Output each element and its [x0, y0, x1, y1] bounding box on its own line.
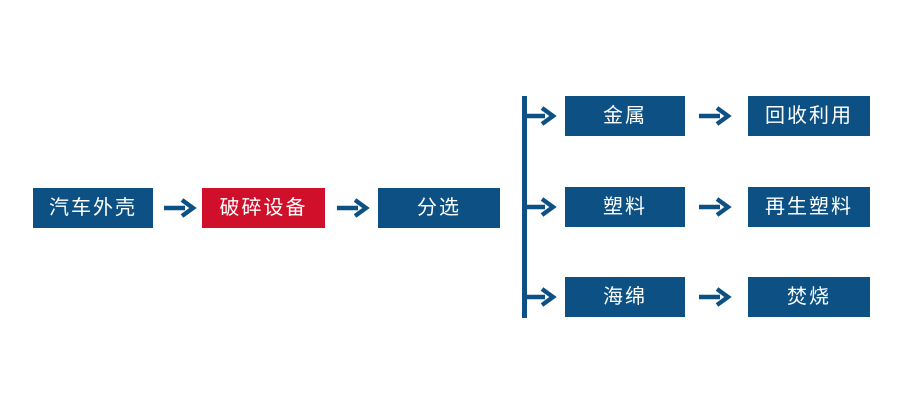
node-sponge[interactable]: 海绵 [565, 277, 685, 317]
arrow-right-icon-branch-to-metal [525, 104, 557, 128]
node-metal[interactable]: 金属 [565, 96, 685, 136]
arrow-right-icon-branch-to-sponge [525, 285, 557, 309]
node-input[interactable]: 汽车外壳 [33, 188, 153, 228]
node-plastic-output[interactable]: 再生塑料 [748, 187, 870, 227]
arrow-right-icon-plastic-to-output [698, 195, 732, 219]
node-plastic[interactable]: 塑料 [565, 187, 685, 227]
arrow-right-icon-branch-to-plastic [525, 195, 557, 219]
node-sorting[interactable]: 分选 [378, 188, 500, 228]
vertical-split-line [522, 96, 527, 318]
arrow-right-icon-shredder-to-sorting [336, 196, 370, 220]
arrow-right-icon-sponge-to-output [698, 285, 732, 309]
node-sponge-output[interactable]: 焚烧 [748, 277, 870, 317]
arrow-right-icon-metal-to-output [698, 104, 732, 128]
node-metal-output[interactable]: 回收利用 [748, 96, 870, 136]
arrow-right-icon-input-to-shredder [163, 196, 197, 220]
node-shredder[interactable]: 破碎设备 [202, 188, 325, 228]
